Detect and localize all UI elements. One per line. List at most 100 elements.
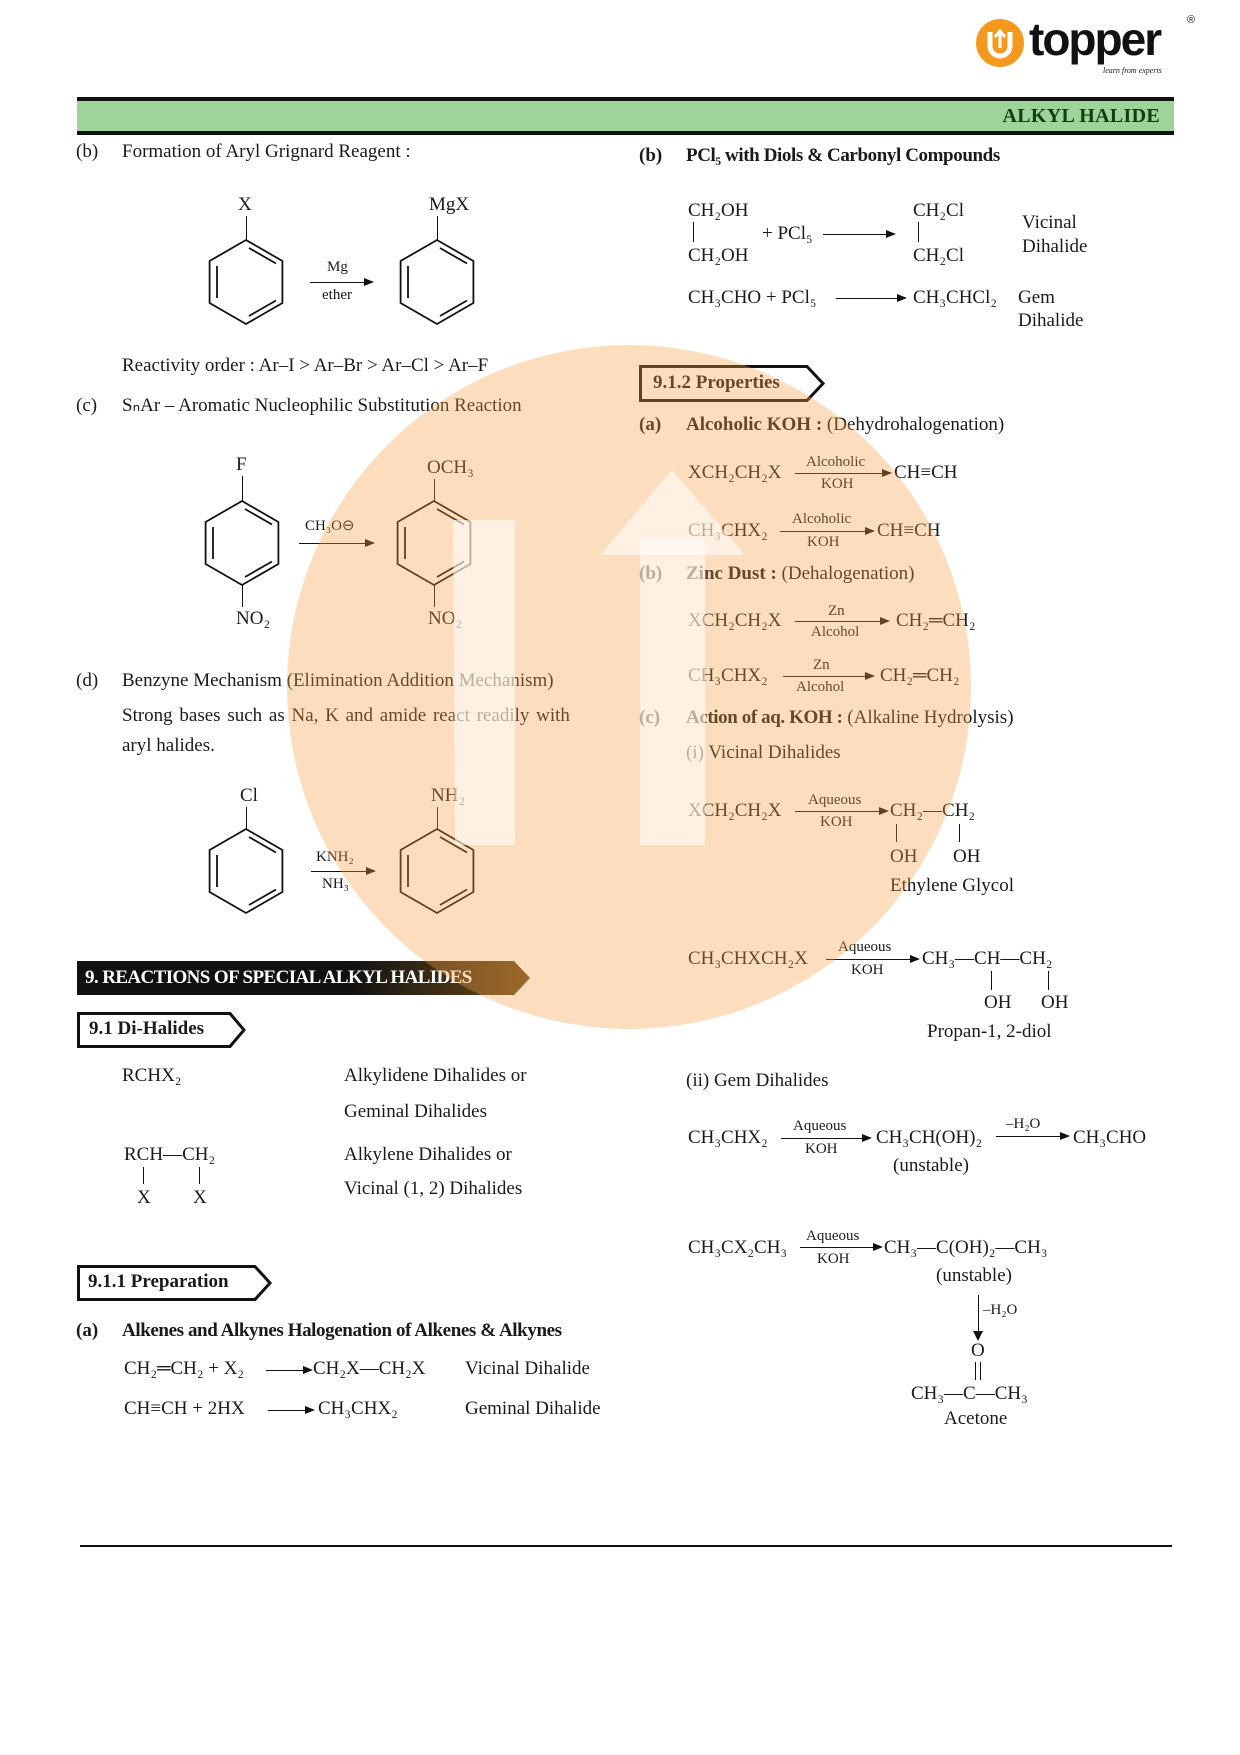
benzene-ring [387, 821, 487, 921]
heading-pcl5: PCl₅ with Diols & Carbonyl Compounds [686, 145, 1000, 166]
reagent: KOH [851, 962, 884, 978]
substituent-x: X [193, 1187, 207, 1208]
reactant: CH₃CHX₂ [688, 665, 768, 686]
item-label: (b) [76, 141, 99, 162]
reaction-arrow [823, 229, 896, 238]
unstable-note: (unstable) [893, 1155, 969, 1176]
subsection-9-1-title: 9.1 Di-Halides [89, 1018, 205, 1039]
reaction-arrow [800, 1242, 883, 1251]
hydroxyl: OH [1041, 992, 1069, 1013]
reagent: Alcoholic [792, 511, 852, 527]
benzyne-text-2: aryl halides. [122, 735, 215, 756]
product: CH₃CHO [1073, 1127, 1147, 1148]
heading-bold: Alcoholic KOH : [686, 414, 823, 435]
product: CH≡CH [894, 462, 958, 483]
product-name: Propan-1, 2-diol [927, 1021, 1052, 1042]
reagent: –H₂O [983, 1302, 1018, 1318]
desc-vicinal: Vicinal (1, 2) Dihalides [344, 1178, 523, 1199]
reagent: Aqueous [793, 1118, 847, 1134]
heading-aq-koh: Action of aq. KOH : (Alkaline Hydrolysis… [686, 707, 1014, 729]
section-9-title: 9. REACTIONS OF SPECIAL ALKYL HALIDES [85, 967, 472, 988]
heading-paren: (Alkaline Hydrolysis) [847, 707, 1014, 728]
reactant: CH₃CHX₂ [688, 520, 768, 541]
item-label: (b) [639, 563, 663, 584]
reagent: Aqueous [838, 939, 892, 955]
substituent-f: F [236, 454, 247, 475]
subsection-9-1-1-title: 9.1.1 Preparation [88, 1271, 229, 1292]
subsection-box [639, 365, 826, 402]
reagent: Aqueous [806, 1228, 860, 1244]
substituent-x: X [238, 194, 252, 215]
substituent-no2: NO₂ [428, 608, 463, 629]
item-label: (d) [76, 670, 99, 691]
reagent-knh2: KNH₂ [316, 849, 354, 865]
heading-paren: (Dehalogenation) [781, 563, 915, 584]
heading-bold: Zinc Dust : [686, 563, 777, 584]
reagent: Alcohol [811, 624, 860, 640]
reactant: XCH₂CH₂X [688, 610, 782, 631]
heading-zinc-dust: Zinc Dust : (Dehalogenation) [686, 563, 915, 585]
product: CH₃—C—CH₃ [911, 1383, 1028, 1404]
reactant: CH₃CHX₂ [688, 1127, 768, 1148]
carbonyl-oxygen: O [971, 1340, 985, 1361]
benzene-ring [192, 493, 292, 593]
product-name: Geminal Dihalide [465, 1398, 601, 1419]
reagent: KOH [807, 534, 840, 550]
reagent: Alcohol [796, 679, 845, 695]
product: CH₃CHX₂ [318, 1398, 398, 1419]
heading-benzyne: Benzyne Mechanism (Elimination Addition … [122, 670, 554, 691]
reactant: CH≡CH + 2HX [124, 1398, 245, 1419]
reaction-arrow [783, 671, 875, 680]
item-label: (a) [76, 1320, 99, 1341]
subsection-box [77, 1012, 246, 1048]
reactant: CH₃CHXCH₂X [688, 948, 808, 969]
logo-tagline: learn from experts [1103, 66, 1162, 75]
reagent: KOH [805, 1141, 838, 1157]
reactant: CH₃CHO + PCl₅ [688, 287, 817, 308]
reactant: CH₃CX₂CH₃ [688, 1237, 788, 1258]
reagent-nh3: NH₃ [322, 876, 349, 892]
reaction-arrow [266, 1365, 313, 1374]
formula-rchx2: RCHX₂ [122, 1065, 182, 1086]
header-title: ALKYL HALIDE [1002, 105, 1160, 127]
reagent: Alcoholic [806, 454, 866, 470]
benzyne-text-1: Strong bases such as Na, K and amide rea… [122, 705, 570, 726]
reagent: Zn [828, 603, 845, 619]
reagent: KOH [817, 1251, 850, 1267]
substituent-x: X [137, 1187, 151, 1208]
hydroxyl: OH [953, 846, 981, 867]
product-name: Dihalide [1022, 236, 1088, 257]
reaction-arrow [795, 806, 889, 815]
reaction-arrow [268, 1405, 315, 1414]
reactant: XCH₂CH₂X [688, 462, 782, 483]
product: CH₂Cl [913, 200, 964, 221]
substituent-nh2: NH₂ [431, 785, 466, 806]
heading-alcoholic-koh: Alcoholic KOH : (Dehydrohalogenation) [686, 414, 1004, 436]
substituent-cl: Cl [240, 785, 258, 806]
product-name: Ethylene Glycol [890, 875, 1014, 896]
reaction-arrow [826, 954, 920, 963]
intermediate: CH₃CH(OH)₂ [876, 1127, 983, 1148]
item-label: (c) [639, 707, 661, 728]
benzene-ring [384, 493, 484, 593]
benzene-ring [196, 821, 296, 921]
item-label: (a) [639, 414, 662, 435]
reagent: –H₂O [1006, 1116, 1041, 1132]
reagent-methoxide: CH₃O⊖ [305, 518, 355, 534]
product-name: Acetone [944, 1408, 1008, 1429]
subheading-gem: (ii) Gem Dihalides [686, 1070, 829, 1091]
subheading-vicinal: (i) Vicinal Dihalides [686, 742, 841, 763]
product: CH≡CH [877, 520, 941, 541]
down-arrowhead [973, 1331, 983, 1341]
product: CH₂═CH₂ [896, 610, 976, 631]
benzene-ring [387, 232, 487, 332]
reaction-arrow [780, 526, 875, 535]
product-name: Dihalide [1018, 310, 1084, 331]
product: CH₃—CH—CH₂ [922, 948, 1053, 969]
topper-logo: topper ® learn from experts [975, 14, 1215, 80]
desc-geminal: Geminal Dihalides [344, 1101, 487, 1122]
desc-alkylidene: Alkylidene Dihalides or [344, 1065, 527, 1086]
logo-u-icon [976, 19, 1024, 67]
reactant: XCH₂CH₂X [688, 800, 782, 821]
